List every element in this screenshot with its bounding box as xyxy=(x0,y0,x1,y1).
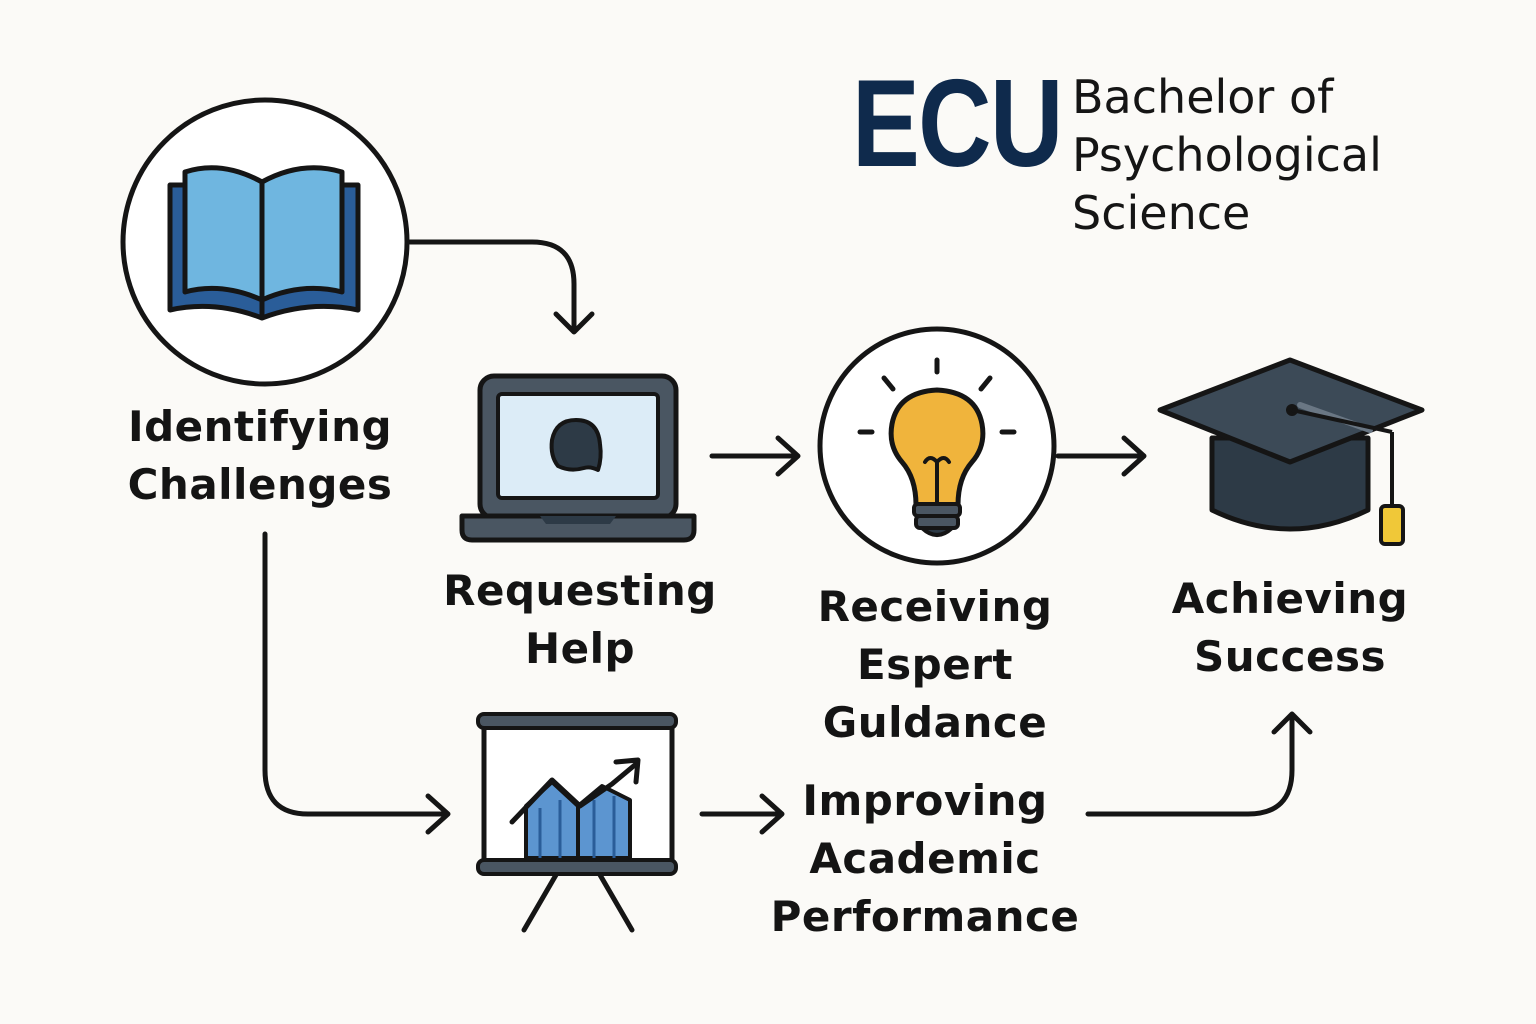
step-label-line: Espert xyxy=(856,640,1014,689)
step-label-identifying: Identifying Challenges xyxy=(110,398,410,514)
step-label-line: Receiving xyxy=(817,582,1053,631)
step-label-line: Requesting xyxy=(443,566,717,615)
step-label-line: Identifying xyxy=(127,402,393,451)
program-name-line: Science xyxy=(1072,186,1251,240)
arrow-chart-to-improving xyxy=(699,793,785,835)
connector-challenges-to-chart xyxy=(262,531,451,835)
step-label-line: Academic xyxy=(809,834,1041,883)
step-label-line: Performance xyxy=(770,892,1080,941)
connector-improving-to-success xyxy=(1085,711,1313,817)
program-name: Bachelor of Psychological Science xyxy=(1072,68,1382,242)
step-label-improving: Improving Academic Performance xyxy=(760,772,1090,946)
arrow-laptop-to-bulb xyxy=(709,435,801,477)
arrow-bulb-to-cap xyxy=(1055,435,1147,477)
chart-easel-icon xyxy=(476,712,678,933)
ecu-logo: ECU xyxy=(852,55,1063,193)
step-label-line: Improving xyxy=(802,776,1048,825)
step-label-line: Challenges xyxy=(127,460,393,509)
open-book-icon xyxy=(120,97,410,387)
step-label-line: Success xyxy=(1194,632,1386,681)
step-label-achieving: Achieving Success xyxy=(1150,570,1430,686)
laptop-chat-icon xyxy=(459,373,697,543)
step-label-requesting: Requesting Help xyxy=(440,562,720,678)
graduation-cap-icon xyxy=(1157,357,1425,546)
program-name-line: Psychological xyxy=(1072,128,1382,182)
step-label-receiving: Receiving Espert Guldance xyxy=(790,578,1080,752)
connector-book-to-laptop xyxy=(407,239,595,335)
lightbulb-icon xyxy=(817,326,1057,566)
step-label-line: Achieving xyxy=(1171,574,1409,623)
step-label-line: Help xyxy=(524,624,636,673)
program-name-line: Bachelor of xyxy=(1072,70,1334,124)
step-label-line: Guldance xyxy=(822,698,1048,747)
